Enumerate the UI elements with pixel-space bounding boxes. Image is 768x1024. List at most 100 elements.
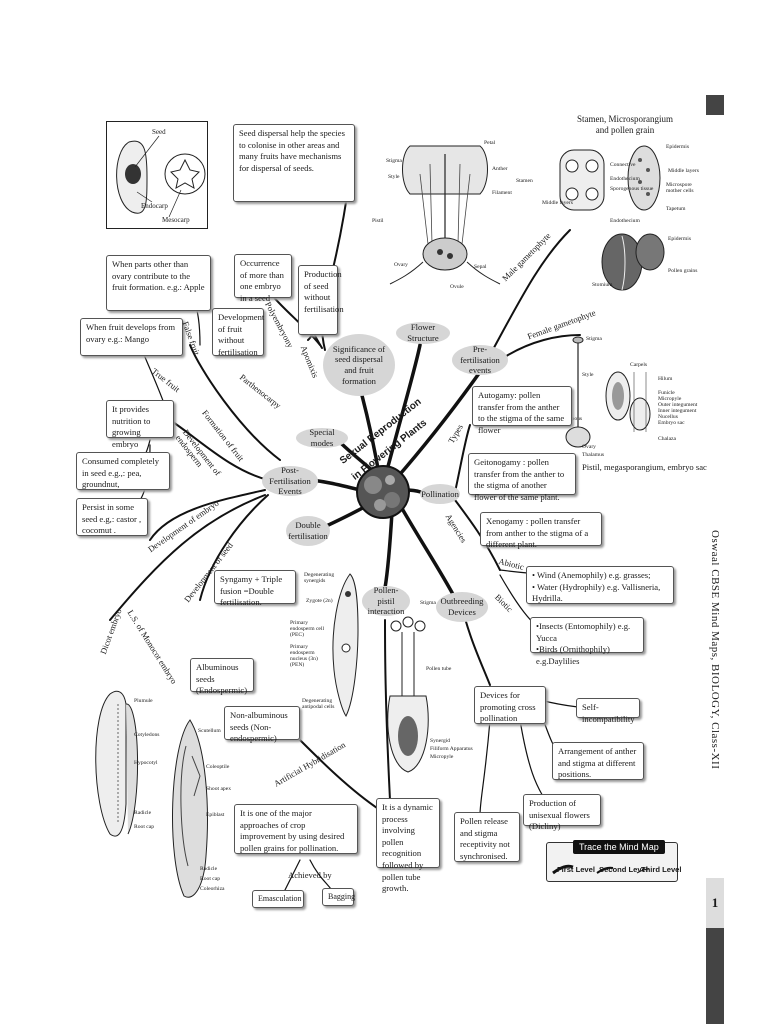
stamen-label-endothecium: Endothecium (610, 176, 640, 182)
branch-pre-fertilisation: Pre-fertilisation events (452, 344, 508, 375)
box-true-fruit: When fruit develops from ovary e.g.: Man… (80, 318, 183, 356)
pp-label-synergid: Synergid (430, 738, 451, 744)
side-book-title-text: Oswaal CBSE Mind Maps, BIOLOGY, Class-XI… (709, 530, 721, 770)
box-unisexual: Production of unisexual flowers (Dicliny… (523, 794, 601, 831)
box-abiotic: • Wind (Anemophily) e.g. grasses; • Wate… (526, 566, 674, 604)
df-label-zygote: Zygote (2n) (306, 598, 333, 604)
pistil-label-chalaza: Chalaza (658, 436, 677, 442)
pp-label-stigma: Stigma (420, 600, 436, 606)
stamen-title: Stamen, Microsporangium and pollen grain (577, 114, 673, 136)
monocot-label-shoot-apex: Shoot apex (206, 786, 232, 792)
branch-flower-structure: Flower Structure (396, 322, 450, 344)
legend-first-level: First Level (557, 865, 595, 874)
box-arrangement: Arrangement of anther and stigma at diff… (552, 742, 644, 780)
bottom-right-bar (706, 928, 724, 1024)
fruit-section-figure: Seed Endocarp Mesocarp (106, 121, 208, 229)
box-apomixis: Production of seed without fertilisation (298, 265, 344, 335)
stamen-label-middle-layers: Middle layers (668, 168, 699, 174)
monocot-label-coleorhiza: Coleorhiza (200, 886, 225, 892)
box-bagging: Bagging (322, 888, 355, 906)
label-achieved-by: Achieved by (288, 870, 332, 880)
pistil-label-stigma: Stigma (586, 336, 602, 342)
pp-label-micropyle: Micropyle (430, 754, 454, 760)
branch-double-fertilisation: Double fertilisation (286, 516, 330, 546)
monocot-label-radicle: Radicle (200, 866, 218, 872)
box-false-fruit: When parts other than ovary contribute t… (106, 255, 211, 311)
pistil-label-inner-integument: Inner integument (658, 408, 697, 414)
center-flower-illustration (356, 465, 410, 519)
dicot-label-cotyledons: Cotyledons (134, 732, 160, 738)
flower-label-style: Style (388, 174, 400, 180)
pistil-title: Pistil, megasporangium, embryo sac (582, 462, 707, 472)
box-crop-improvement: It is one of the major approaches of cro… (234, 804, 358, 854)
box-autogamy: Autogamy: pollen transfer from the anthe… (472, 386, 572, 435)
box-albuminous: Albuminous seeds (Endospermic) (190, 658, 254, 695)
dicot-label-hypocotyl: Hypocotyl (134, 760, 158, 766)
branch-special-modes: Special modes (296, 427, 348, 448)
monocot-label-scutellum: Scutellum (198, 728, 221, 734)
box-endosperm-nutrition: It provides nutrition to growing embryo (106, 400, 174, 449)
pistil-figure: Stigma Style Ovary Thalamus Syncarpous C… (556, 332, 700, 462)
dicot-label-root-cap: Root cap (134, 824, 155, 830)
box-pollen-recognition: It is a dynamic process involving pollen… (376, 798, 440, 893)
fruit-label-mesocarp: Mesocarp (162, 216, 190, 224)
pistil-label-ovary: Ovary (582, 444, 596, 450)
box-geitonogamy: Geitonogamy : pollen transfer from the a… (468, 453, 576, 502)
flower-structure-figure: Petal Stigma Style Anther Filament Stame… (370, 134, 533, 294)
legend-second-level: Second Level (599, 865, 648, 874)
stamen-label-epidermis-2: Epidermis (668, 236, 691, 242)
pistil-label-thalamus: Thalamus (582, 452, 605, 458)
stamen-figure: Epidermis Connective Endothecium Middle … (542, 140, 699, 300)
box-seed-dispersal: Seed dispersal help the species to colon… (233, 124, 355, 202)
top-right-marker (706, 95, 724, 115)
flower-label-sepal: Sepal (474, 264, 487, 270)
df-label-degenerating-synergids: Degenerating synergids (304, 572, 335, 584)
flower-label-anther: Anther (492, 166, 508, 172)
branch-post-fertilisation: Post- Fertilisation Events (262, 465, 318, 496)
box-emasculation: Emasculation (252, 890, 304, 908)
box-devices: Devices for promoting cross pollination (474, 686, 546, 724)
pp-label-filiform: Filiform Apparatus (430, 746, 473, 752)
dicot-label-plumule: Plumule (134, 698, 153, 704)
stamen-label-sporogenous: Sporogenous tissue (610, 186, 654, 192)
fruit-label-endocarp: Endocarp (141, 202, 168, 210)
stamen-label-epidermis: Epidermis (666, 144, 689, 150)
box-polyembryony: Occurrence of more than one embryo in a … (234, 254, 292, 303)
stamen-label-stomium: Stomium (592, 282, 613, 288)
stamen-label-endothecium-2: Endothecium (610, 218, 640, 224)
legend: Trace the Mind Map First Level Second Le… (546, 840, 682, 882)
double-fertilisation-figure: Degenerating synergids Zygote (2n) Prima… (290, 570, 362, 720)
box-biotic: •Insects (Entomophily) e.g. Yucca •Birds… (530, 617, 644, 666)
pistil-label-style: Style (582, 372, 594, 378)
box-self-incompatibility: Self-incompatibility (576, 698, 640, 724)
flower-label-pistil: Pistil (372, 218, 384, 224)
monocot-label-coleoptile: Coleoptile (206, 764, 230, 770)
legend-third-level: Third Level (641, 865, 682, 874)
pp-label-pollen-tube: Pollen tube (426, 666, 452, 672)
pistil-label-hilum: Hilum (658, 376, 673, 382)
pistil-label-funicle: Funicle (658, 390, 675, 396)
flower-label-stigma: Stigma (386, 158, 402, 164)
stamen-label-microspore: Microspore mother cells (666, 182, 694, 194)
branch-outbreeding: Outbreeding Devices (436, 592, 488, 622)
pollen-pistil-figure: Stigma Pollen tube Synergid Filiform App… (380, 596, 473, 776)
monocot-label-epiblast: Epiblast (206, 812, 225, 818)
flower-label-ovary: Ovary (394, 262, 408, 268)
box-parthenocarpy: Development of fruit without fertilisati… (212, 308, 264, 357)
monocot-embryo-figure: Scutellum Coleoptile Shoot apex Epiblast… (160, 716, 240, 902)
pistil-label-micropyle: Micropyle (658, 396, 682, 402)
flower-label-ovule: Ovule (450, 284, 464, 290)
branch-pollination: Pollination (420, 484, 460, 504)
pistil-label-nucellus: Nucellus (658, 414, 678, 420)
monocot-label-root-cap: Root cap (200, 876, 221, 882)
fruit-label-seed: Seed (152, 128, 166, 136)
side-book-title: Oswaal CBSE Mind Maps, BIOLOGY, Class-XI… (703, 530, 727, 890)
box-syngamy: Syngamy + Triple fusion =Double fertilis… (214, 570, 296, 607)
box-endosperm-persist: Persist in some seed e.g,: castor , coco… (76, 498, 148, 536)
stamen-label-connective: Connective (610, 162, 636, 168)
box-pollen-release: Pollen release and stigma receptivity no… (454, 812, 520, 862)
biotic-item-insects: •Insects (Entomophily) e.g. Yucca (536, 621, 631, 643)
box-non-albuminous: Non-albuminous seeds (Non-endospermic) (224, 706, 300, 743)
branch-significance: Significance of seed dispersal and fruit… (323, 334, 395, 396)
stamen-label-pollen-grains: Pollen grains (668, 268, 698, 274)
